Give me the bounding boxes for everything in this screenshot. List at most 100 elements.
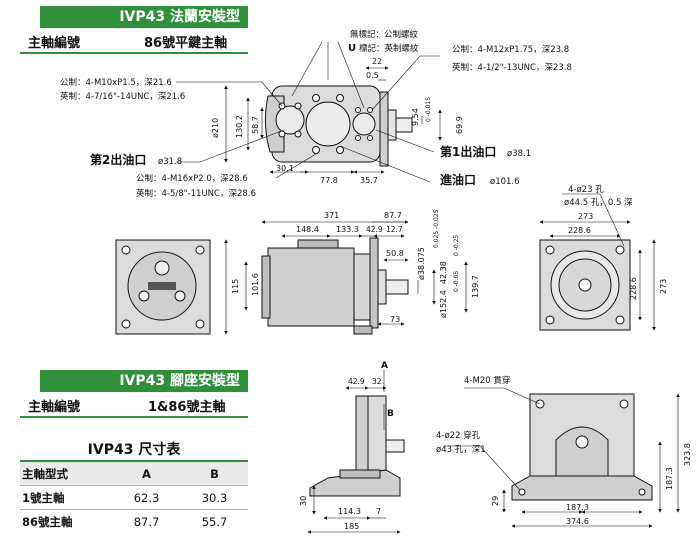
outlet-port-1	[352, 112, 376, 136]
table-cell-a: 87.7	[112, 509, 181, 533]
side-pilot	[377, 269, 387, 305]
pump-body-left-lobe	[264, 95, 285, 153]
foot-shaft	[385, 439, 405, 453]
dim-228-6-top: 228.6	[568, 226, 591, 235]
port-2-bolt-4	[294, 130, 302, 138]
port-2-bolt-3	[278, 130, 286, 138]
port-1-bolt-4	[367, 135, 373, 141]
port-1-bolt-3	[355, 135, 361, 141]
dim-69-9: 69.9	[455, 116, 464, 134]
dim-210: ø210	[211, 118, 220, 138]
dim-374-6: 374.6	[566, 517, 589, 526]
section1-left-label: 主軸編號	[28, 36, 81, 51]
right-note-metric: 公制：4-M12xP1.75，深23.8	[452, 44, 569, 55]
inlet-label: 進油口	[440, 172, 476, 187]
dim-30-bottom: 30	[299, 496, 308, 506]
dim-22: 22	[372, 57, 382, 66]
dim-29: 29	[491, 496, 500, 506]
inlet-port	[305, 101, 351, 147]
section2-left-label: 主軸編號	[28, 400, 81, 415]
dim-9-54: 9.54	[411, 108, 420, 126]
dim-87-7: 87.7	[384, 211, 402, 220]
side-body-front	[353, 253, 371, 321]
dim-77-8: 77.8	[320, 176, 338, 185]
section2-right-label: 1&86號主軸	[148, 400, 226, 415]
dim-32: 32	[372, 377, 382, 386]
port-1-bolt-2	[367, 107, 373, 113]
dim-152-4: ø152.4	[439, 290, 448, 318]
dim-152-4-tol: 0 -0.05	[453, 271, 460, 292]
foot-body	[367, 395, 387, 481]
section2-banner: IVP43 腳座安裝型	[40, 370, 248, 392]
dim-273-side: 273	[659, 279, 668, 294]
dim-42-38-tol: 0 -0.25	[453, 235, 460, 256]
bottom-note-imperial: 英制：4-5/8"-11UNC，深28.6	[136, 188, 256, 199]
dim-table-header-type: 主軸型式	[20, 462, 112, 486]
dim-35-7: 35.7	[360, 176, 378, 185]
dim-table-header-b: B	[181, 462, 248, 486]
mid-end-view: 115 101.6	[115, 239, 260, 335]
dim-30-1: 30.1	[276, 164, 294, 173]
dim-42-9-bottom: 42.9	[348, 377, 365, 386]
dim-58-7: 58.7	[251, 116, 260, 134]
dim-table-title: IVP43 尺寸表	[20, 440, 248, 462]
foot-front-shaft	[575, 435, 589, 449]
foot-front-base	[511, 475, 653, 501]
thread-note-2-mark: U	[348, 43, 356, 54]
foot-flange	[355, 395, 369, 481]
section2-rule	[20, 416, 248, 418]
side-shaft	[385, 279, 409, 295]
inlet-bolt-1	[312, 94, 320, 102]
dim-185: 185	[344, 522, 359, 531]
foot-side-view: A B 42.9 32 30 114.3 7 185	[299, 361, 405, 534]
flange-holes-note-1: 4-ø23 孔	[568, 185, 604, 195]
foot-base-hole-1	[518, 488, 526, 496]
inlet-bolt-3	[312, 146, 320, 154]
dim-101-6: 101.6	[251, 273, 260, 296]
inlet-bolt-2	[336, 94, 344, 102]
dim-187-3-h: 187.3	[566, 503, 589, 512]
dim-133-3: 133.3	[336, 225, 359, 234]
shaft-pilot	[387, 109, 397, 141]
inlet-bolt-4	[336, 146, 344, 154]
dim-12-7: 12.7	[386, 225, 403, 234]
table-cell-a: 62.3	[112, 485, 181, 510]
foot-front-view: 4-M20 貫穿 4-ø22 穿孔 ø43 孔，深1 187.3 374.6 2…	[436, 375, 692, 528]
dim-9-54-tol: 0 -0.015	[425, 97, 432, 122]
dim-38-075-tol: 0.025 -0.025	[433, 209, 440, 248]
dim-187-3-v: 187.3	[665, 467, 674, 490]
table-cell-type: 1號主軸	[20, 485, 112, 510]
bottom-note-metric: 公制：4-M16xP2.0，深28.6	[136, 173, 248, 184]
port-1-bolt-1	[355, 107, 361, 113]
side-top-port	[297, 239, 339, 249]
end-port-left	[138, 290, 150, 302]
dim-139-7: 139.7	[471, 275, 480, 298]
left-note-imperial: 英制：4-7/16"-14UNC，深21.6	[60, 91, 185, 102]
dim-table: IVP43 尺寸表 主軸型式 A B 1號主軸 62.3 30.3 86號主軸 …	[20, 440, 248, 533]
left-note-metric: 公制：4-M10xP1.5，深21.6	[60, 77, 172, 88]
dim-table-header-a: A	[112, 462, 181, 486]
table-cell-b: 30.3	[181, 485, 248, 510]
side-body-main	[267, 247, 355, 327]
port1-label: 第1出油口	[440, 144, 496, 159]
foot-bolt-note: 4-M20 貫穿	[464, 375, 510, 386]
dim-115: 115	[231, 279, 240, 294]
end-port-top	[154, 260, 170, 276]
foot-base-hole-2	[638, 488, 646, 496]
dim-228-6-side: 228.6	[629, 277, 638, 300]
section2-banner-title: IVP43 腳座安裝型	[119, 373, 240, 389]
end-plate-hole-2	[195, 245, 205, 255]
drive-shaft	[395, 117, 413, 133]
dim-b: B	[387, 409, 394, 419]
foot-hole-note-2: ø43 孔，深1	[436, 445, 486, 455]
nameplate	[148, 282, 176, 290]
side-body-rear	[261, 255, 271, 319]
table-cell-b: 55.7	[181, 509, 248, 533]
dim-371: 371	[324, 211, 339, 220]
right-note-imperial: 英制：4-1/2"-13UNC，深23.8	[452, 62, 572, 73]
dim-38-075: ø38.075	[417, 247, 426, 280]
dim-148-4: 148.4	[296, 225, 319, 234]
flange-hole-2	[615, 245, 625, 255]
top-front-view: 無標記：公制螺紋 U 標記：英制螺紋 公制：4-M10xP1.5，深21.6 英…	[60, 29, 572, 199]
